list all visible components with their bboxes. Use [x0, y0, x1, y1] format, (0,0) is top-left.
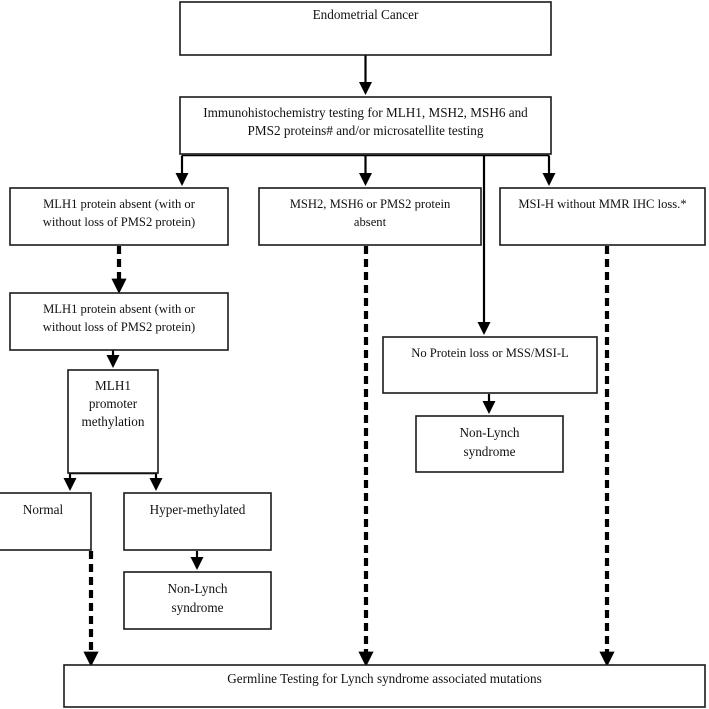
node-box	[258, 187, 482, 246]
node-mlh1-absent-2: MLH1 protein absent (with or without los…	[9, 292, 229, 351]
node-box	[179, 96, 552, 155]
node-msh2-msh6-pms2-absent: MSH2, MSH6 or PMS2 protein absent	[258, 187, 482, 246]
node-hyper-methylated: Hyper-methylated	[123, 492, 272, 551]
node-box	[0, 492, 92, 551]
node-box	[499, 187, 706, 246]
node-box	[123, 571, 272, 630]
node-normal: Normal	[0, 492, 92, 551]
node-label-line1: MLH1	[95, 378, 131, 393]
node-box	[67, 369, 159, 474]
node-label-line2: PMS2 proteins# and/or microsatellite tes…	[248, 123, 484, 138]
node-label-line2: absent	[354, 215, 387, 229]
node-germline-testing: Germline Testing for Lynch syndrome asso…	[63, 664, 706, 708]
node-label-line3: methylation	[82, 414, 145, 429]
node-endometrial-cancer: Endometrial Cancer	[179, 1, 552, 56]
node-label-line1: Immunohistochemistry testing for MLH1, M…	[203, 105, 528, 120]
node-mlh1-absent-1: MLH1 protein absent (with or without los…	[9, 187, 229, 246]
node-label: MSI-H without MMR IHC loss.*	[518, 197, 686, 211]
node-label-line1: Non-Lynch	[167, 581, 227, 596]
node-box	[415, 415, 564, 473]
node-label-line1: MLH1 protein absent (with or	[43, 197, 196, 211]
node-mlh1-promoter-methylation: MLH1 promoter methylation	[67, 369, 159, 474]
node-label: Endometrial Cancer	[313, 7, 419, 22]
node-label-line2: promoter	[89, 396, 138, 411]
node-label: No Protein loss or MSS/MSI-L	[411, 346, 568, 360]
node-label-line2: syndrome	[463, 444, 515, 459]
node-label-line1: Non-Lynch	[459, 425, 519, 440]
node-label: Normal	[23, 502, 64, 517]
node-label-line2: syndrome	[171, 600, 223, 615]
node-label-line1: MSH2, MSH6 or PMS2 protein	[290, 197, 451, 211]
node-box	[9, 187, 229, 246]
node-label: Hyper-methylated	[150, 502, 246, 517]
node-box	[382, 336, 598, 394]
node-box	[123, 492, 272, 551]
node-msi-h-without-mmr-loss: MSI-H without MMR IHC loss.*	[499, 187, 706, 246]
node-box	[63, 664, 706, 708]
node-label-line2: without loss of PMS2 protein)	[43, 320, 196, 334]
node-non-lynch-left: Non-Lynch syndrome	[123, 571, 272, 630]
node-ihc-testing: Immunohistochemistry testing for MLH1, M…	[179, 96, 552, 155]
node-label-line1: MLH1 protein absent (with or	[43, 302, 196, 316]
node-box	[9, 292, 229, 351]
node-box	[179, 1, 552, 56]
node-no-protein-loss: No Protein loss or MSS/MSI-L	[382, 336, 598, 394]
node-label-line2: without loss of PMS2 protein)	[43, 215, 196, 229]
node-label: Germline Testing for Lynch syndrome asso…	[227, 671, 542, 686]
node-non-lynch-right: Non-Lynch syndrome	[415, 415, 564, 473]
